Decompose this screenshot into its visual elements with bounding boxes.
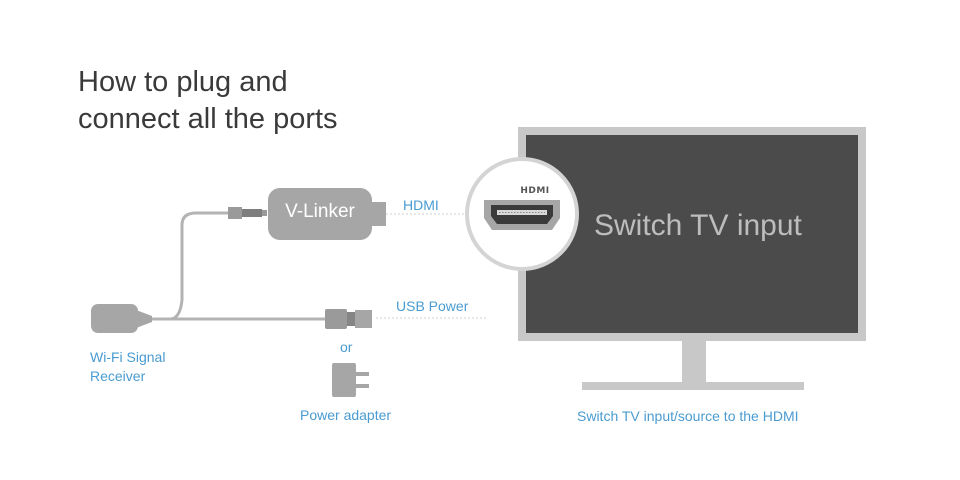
wifi-receiver-icon [91, 304, 152, 333]
or-label: or [340, 339, 353, 355]
v-linker-device [268, 188, 386, 240]
power-adapter-icon [332, 363, 369, 397]
wifi-receiver-label-line-1: Wi-Fi Signal [90, 349, 166, 365]
tv-icon [518, 127, 866, 390]
y-cable [148, 211, 327, 321]
tv-screen-text: Switch TV input [594, 209, 802, 242]
hdmi-logo: HDMI [520, 186, 550, 196]
usb-power-label: USB Power [396, 298, 469, 314]
tv-screen [526, 135, 858, 333]
wifi-receiver-label: Wi-Fi Signal Receiver [90, 348, 230, 386]
tv-stand-neck [682, 341, 706, 383]
power-adapter-label: Power adapter [300, 407, 392, 423]
v-linker-label: V-Linker [285, 201, 355, 222]
page-title: How to plug and connect all the ports [78, 64, 478, 138]
title-line-2: connect all the ports [78, 103, 338, 135]
wifi-receiver-label-line-2: Receiver [90, 368, 146, 384]
usb-plug-icon [325, 309, 372, 329]
hdmi-port-icon [465, 157, 579, 271]
mini-plug-icon [228, 207, 267, 219]
hdmi-connection-label: HDMI [403, 197, 439, 213]
title-line-1: How to plug and [78, 66, 288, 98]
tv-caption: Switch TV input/source to the HDMI [577, 408, 799, 424]
tv-stand-base [582, 382, 804, 390]
